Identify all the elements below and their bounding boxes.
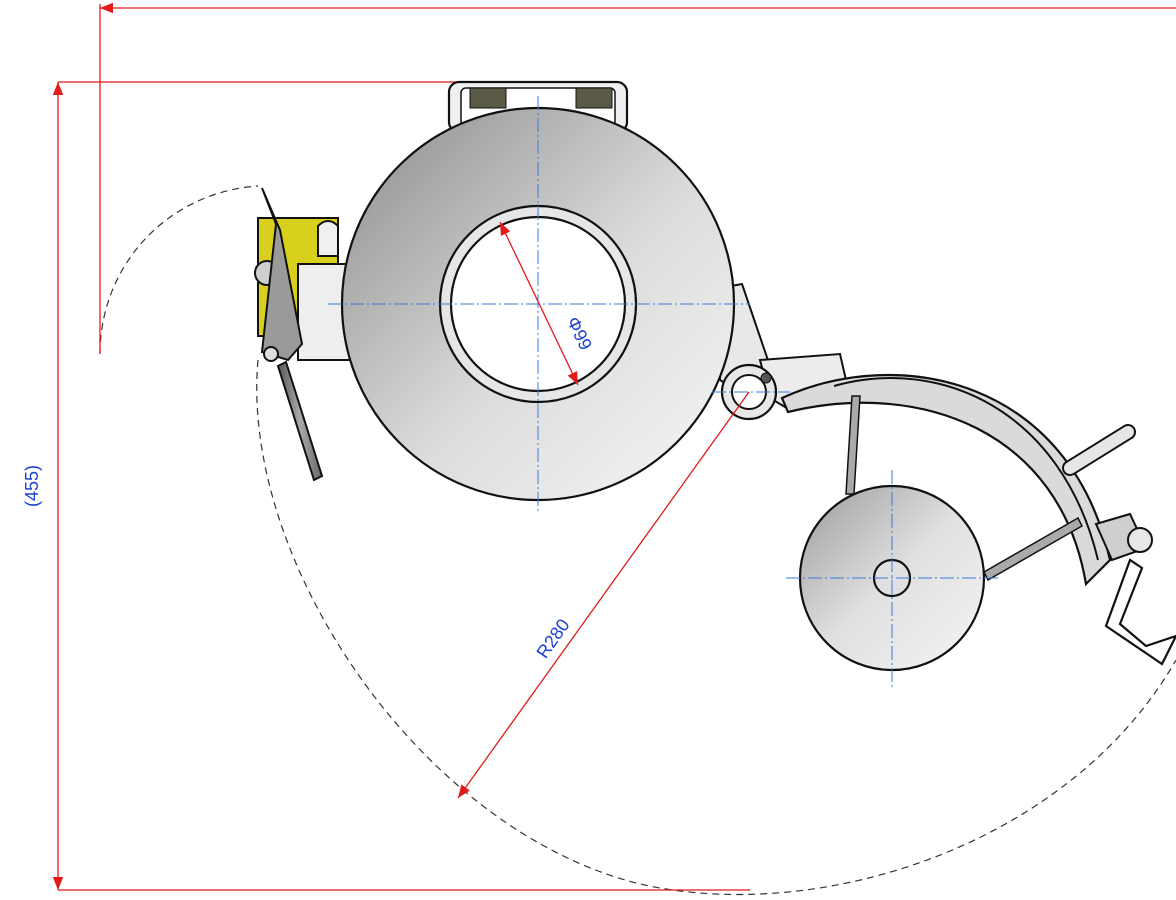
curved-guard [780,373,1136,587]
overall-width-dimension [99,2,1176,354]
height-label: (455) [22,465,42,507]
wheel-struts [845,395,1083,582]
diameter-dimension-line [499,221,579,386]
left-clamp-assembly [254,187,355,482]
swing-arc-small [99,185,259,355]
right-tensioner [1094,512,1176,666]
radius-label: R280 [533,615,574,662]
radius-dimension-line [457,391,750,799]
